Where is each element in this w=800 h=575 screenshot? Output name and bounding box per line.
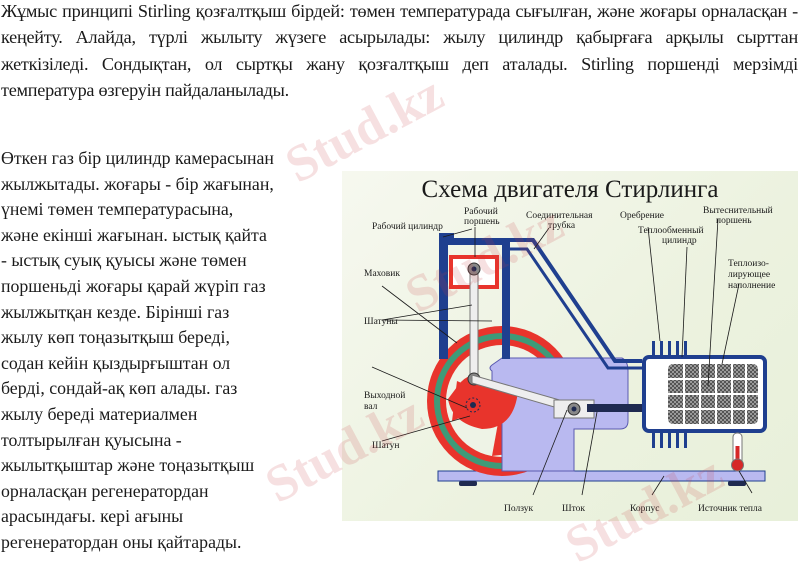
side-line: толтырылған қуысына - <box>1 429 182 450</box>
label-output-shaft: вал <box>364 402 378 412</box>
foot-left <box>459 481 477 486</box>
foot-right <box>728 481 746 486</box>
side-line: үнемі төмен температурасына, <box>1 199 234 220</box>
side-line: регенератордан оны қайтарады. <box>1 531 242 552</box>
label-heat-exchange-cylinder: цилиндр <box>662 236 697 246</box>
label-flywheel: Маховик <box>364 269 400 279</box>
label-working-piston: Рабочий <box>464 206 498 217</box>
side-line: жылу көп тоңазытқыш береді, <box>1 327 230 348</box>
label-working-piston: поршень <box>464 217 500 227</box>
housing-base <box>437 470 766 482</box>
label-connecting-rods: Шатуны <box>364 317 398 327</box>
side-line: Өткен газ бір цилиндр камерасынан <box>1 148 274 168</box>
connecting-rod-1 <box>469 268 479 380</box>
label-insulating-filler: Теплоизо- <box>728 259 769 269</box>
side-line: және екінші жағынан. ыстық қайта <box>1 224 267 245</box>
side-line: берді, сондай-ақ көп алады. газ <box>1 378 238 399</box>
label-insulating-filler: лирующее <box>728 270 770 280</box>
label-working-cylinder: Рабочий цилиндр <box>372 221 443 232</box>
side-line: орналасқан регенератордан <box>1 480 209 501</box>
side-paragraph: Өткен газ бір цилиндр камерасынан жылжыт… <box>1 146 339 556</box>
heat-source-thermometer <box>731 432 744 472</box>
connecting-tube <box>454 238 642 370</box>
label-rod: Шток <box>562 504 585 514</box>
side-line: - ыстық суық қуысы және төмен <box>1 250 247 271</box>
label-fins: Оребрение <box>620 210 664 221</box>
output-shaft <box>465 397 481 413</box>
side-line: поршеньді жоғары қарай жүріп газ <box>1 275 266 296</box>
label-output-shaft: Выходной <box>364 390 405 401</box>
figure-title: Схема двигателя Стирлинга <box>422 176 719 203</box>
side-line: арасындағы. кері ағыны <box>1 506 184 527</box>
label-displacer-piston: поршень <box>716 216 752 226</box>
working-cylinder <box>439 233 510 359</box>
label-heat-exchange-cylinder: Теплообменный <box>638 225 704 236</box>
side-line: жылытқыштар және тоңазытқыш <box>1 455 255 476</box>
piston-rod <box>587 404 672 412</box>
label-housing: Корпус <box>630 504 659 514</box>
label-slider: Ползук <box>504 504 534 514</box>
side-line: жылжытқан кезде. Бірінші газ <box>1 301 230 322</box>
side-line: содан кейін қыздырғыштан ол <box>1 352 231 373</box>
stirling-engine-diagram: Схема двигателя Стирлинга <box>342 171 798 521</box>
label-insulating-filler: наполнение <box>728 281 775 291</box>
label-displacer-piston: Вытеснительный <box>703 205 773 216</box>
side-line: жылу береді материалмен <box>1 403 198 424</box>
label-connecting-tube: Соединительная <box>526 211 593 221</box>
intro-paragraph: Жұмыс принципі Stirling қозғалтқыш бірде… <box>1 1 798 101</box>
label-heat-source: Источник тепла <box>698 504 763 514</box>
fins <box>652 341 687 448</box>
side-line: жылжытады. жоғары - бір жағынан, <box>1 173 274 194</box>
label-connecting-rod: Шатун <box>372 441 399 451</box>
label-connecting-tube: трубка <box>548 220 576 231</box>
